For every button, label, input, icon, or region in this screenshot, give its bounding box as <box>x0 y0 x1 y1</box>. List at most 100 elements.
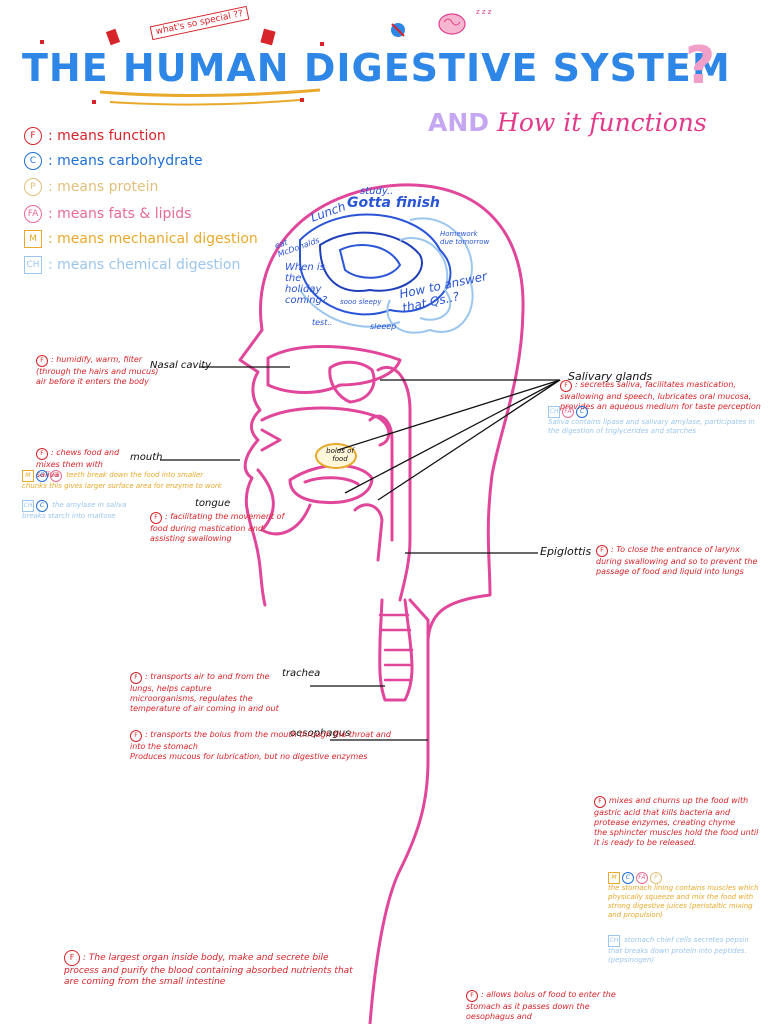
rocket-doodle-icon <box>391 23 405 37</box>
note-stomach-text-2: the sphincter muscles hold the food unti… <box>594 828 759 847</box>
label-bolus: bolus of food <box>326 447 354 463</box>
note-tongue: F: facilitating the movement of food dur… <box>150 512 290 544</box>
pharynx-inner <box>368 414 394 542</box>
legend-item-function: F : means function <box>24 127 166 145</box>
trachea-tube <box>378 598 414 702</box>
epiglottis-flap <box>353 503 384 562</box>
svg-text:z z z: z z z <box>476 8 492 16</box>
label-epiglottis: Epiglottis <box>540 545 592 558</box>
note-stomach-chemical: CH stomach chief cells secretes pepsin t… <box>608 935 764 965</box>
note-sphincter-text: : allows bolus of food to enter the stom… <box>466 990 616 1021</box>
note-trachea: F: transports air to and from the lungs,… <box>130 672 280 714</box>
function-badge: F <box>596 545 608 557</box>
pharynx-wall <box>376 366 412 602</box>
brain-doodle-icon <box>438 13 466 35</box>
legend-text: : means chemical digestion <box>48 257 241 273</box>
note-nasal-text: : humidify, warm, filter (through the ha… <box>36 355 159 386</box>
note-tongue-text: : facilitating the movement of food duri… <box>150 512 285 543</box>
brain-word-study: study.. <box>360 186 394 197</box>
teeth-upper <box>260 428 282 452</box>
function-badge: F <box>560 380 572 392</box>
note-mouth-chemical-text: the amylase in saliva breaks starch into… <box>22 501 127 520</box>
legend-text: : means mechanical digestion <box>48 231 258 247</box>
legend-text: : means protein <box>48 179 159 195</box>
note-epiglottis-text: : To close the entrance of larynx during… <box>596 545 758 576</box>
head-outline <box>259 183 525 1024</box>
brain-word-test: test.. <box>312 318 333 327</box>
note-mouth-mechanical-text: teeth break down the food into smaller c… <box>22 471 222 490</box>
title-question-mark: ? <box>685 36 716 96</box>
nutrient-chips: CH <box>608 935 622 947</box>
brain-word-homework: Homework due tomorrow <box>440 230 490 246</box>
note-oesophagus: F: transports the bolus from the mouth t… <box>130 730 400 762</box>
function-badge: F <box>594 796 606 808</box>
label-nasal-cavity: Nasal cavity <box>150 360 212 371</box>
face-outline <box>238 328 267 607</box>
note-liver: F: The largest organ inside body, make a… <box>64 950 364 989</box>
brain-scribble <box>299 213 474 334</box>
turbinate-shape <box>328 360 376 404</box>
note-nasal: F: humidify, warm, filter (through the h… <box>36 355 166 387</box>
label-mouth: mouth <box>130 452 163 463</box>
label-oesophagus: oesophagus <box>290 728 351 739</box>
legend-text: : means fats & lipids <box>48 206 192 222</box>
confetti-icon <box>40 28 324 104</box>
legend-badge: C <box>24 152 42 170</box>
note-stomach-text: mixes and churns up the food with gastri… <box>594 796 749 827</box>
legend-text: : means function <box>48 128 166 144</box>
legend-item-fats: FA : means fats & lipids <box>24 205 191 223</box>
note-salivary: F: secretes saliva, facilitates masticat… <box>560 380 765 412</box>
note-oesophagus-text-1: : transports the bolus from the mouth th… <box>130 730 391 751</box>
brain-word-sleep: sleeep <box>370 322 397 331</box>
note-salivary-chemical-text: Saliva contains lipase and salivary amyl… <box>548 418 755 436</box>
page-title: THE HUMAN DIGESTIVE SYSTEM <box>22 46 731 90</box>
note-stomach-mechanical-text: the stomach lining contains muscles whic… <box>608 884 759 920</box>
note-salivary-text: : secretes saliva, facilitates masticati… <box>560 380 761 411</box>
function-badge: F <box>64 950 80 966</box>
note-stomach-chemical-text: stomach chief cells secretes pepsin that… <box>608 936 749 965</box>
legend-badge: M <box>24 230 42 248</box>
function-badge: F <box>466 990 478 1002</box>
legend-badge: F <box>24 127 42 145</box>
subtitle-text: How it functions <box>497 108 707 137</box>
function-badge: F <box>130 730 142 742</box>
legend-badge: FA <box>24 205 42 223</box>
note-trachea-text: : transports air to and from the lungs, … <box>130 672 279 713</box>
legend-item-carbohydrate: C : means carbohydrate <box>24 152 203 170</box>
note-epiglottis: F: To close the entrance of larynx durin… <box>596 545 766 577</box>
lower-jaw <box>256 468 312 536</box>
legend-badge: P <box>24 178 42 196</box>
tongue-shape <box>288 464 374 505</box>
label-trachea: trachea <box>282 668 321 679</box>
subtitle-and: AND <box>428 108 490 137</box>
legend-badge: CH <box>24 256 42 274</box>
legend-text: : means carbohydrate <box>48 153 203 169</box>
label-salivary-glands: Salivary glands <box>568 370 653 383</box>
function-badge: F <box>150 512 162 524</box>
nasal-cavity-shape <box>266 345 402 394</box>
note-oesophagus-text-2: Produces mucous for lubrication, but no … <box>130 752 368 761</box>
legend-item-chemical: CH : means chemical digestion <box>24 256 240 274</box>
bolus-shape <box>315 443 357 469</box>
function-badge: F <box>130 672 142 684</box>
function-badge: F <box>36 448 48 460</box>
tongue-inner <box>303 476 360 486</box>
note-liver-text: : The largest organ inside body, make an… <box>64 953 353 988</box>
oesophagus-tube <box>408 598 430 762</box>
title-doodles: z z z <box>40 8 492 106</box>
function-badge: F <box>36 355 48 367</box>
mouth-roof <box>260 406 391 447</box>
label-tongue: tongue <box>195 498 231 509</box>
legend-item-protein: P : means protein <box>24 178 158 196</box>
brain-word-sleepy: sooo sleepy <box>340 298 382 306</box>
